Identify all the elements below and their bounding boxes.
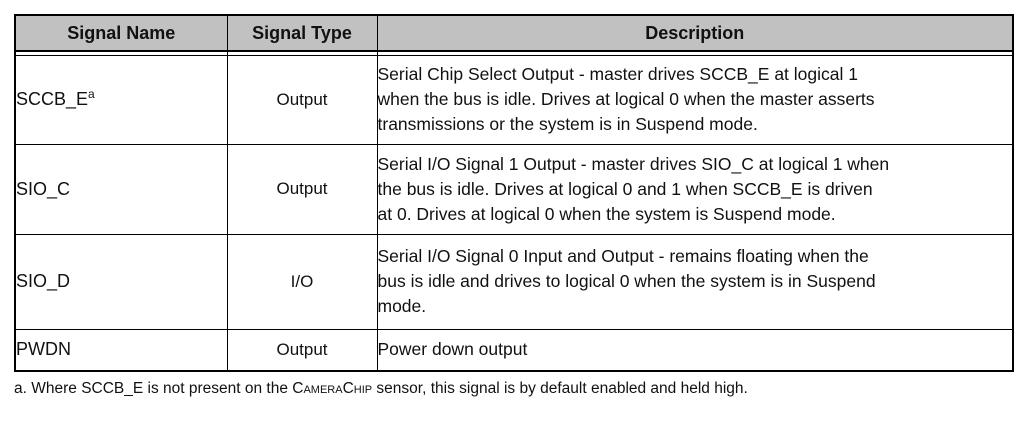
footnote-marker: a xyxy=(88,87,95,101)
table-row: SCCB_Ea Output Serial Chip Select Output… xyxy=(14,54,1014,145)
column-header-description: Description xyxy=(376,14,1014,52)
signal-name-cell: PWDN xyxy=(14,328,228,372)
signal-name-cell: SIO_C xyxy=(14,143,228,235)
signal-type-cell: Output xyxy=(226,328,378,372)
signal-type-cell: Output xyxy=(226,54,378,145)
table-row: SIO_C Output Serial I/O Signal 1 Output … xyxy=(14,143,1014,235)
signal-type-cell: I/O xyxy=(226,233,378,330)
signal-type-cell: Output xyxy=(226,143,378,235)
signal-name-text: SCCB_E xyxy=(16,89,89,109)
signal-name-text: PWDN xyxy=(16,339,71,360)
signal-name-cell: SIO_D xyxy=(14,233,228,330)
column-header-signal-type: Signal Type xyxy=(226,14,378,52)
column-header-signal-name: Signal Name xyxy=(14,14,228,52)
signal-name-text: SIO_D xyxy=(16,271,71,291)
signal-description-cell: Power down output xyxy=(376,328,1014,372)
signal-name-text: SIO_C xyxy=(16,178,71,199)
footnote-suffix: sensor, this signal is by default enable… xyxy=(372,380,748,397)
signal-description-cell: Serial I/O Signal 0 Input and Output - r… xyxy=(376,233,1014,330)
signal-description-table: Signal Name Signal Type Description SCCB… xyxy=(14,14,1014,372)
table-footnote: a. Where SCCB_E is not present on the Ca… xyxy=(14,379,1004,399)
signal-description-cell: Serial Chip Select Output - master drive… xyxy=(376,54,1014,145)
signal-description-cell: Serial I/O Signal 1 Output - master driv… xyxy=(376,143,1014,235)
table-header-row: Signal Name Signal Type Description xyxy=(14,14,1014,52)
footnote-prefix: a. Where SCCB_E is not present on the xyxy=(14,380,293,397)
table-row: PWDN Output Power down output xyxy=(14,328,1014,372)
footnote-brand-name: CameraChip xyxy=(292,380,373,397)
signal-name-cell: SCCB_Ea xyxy=(14,54,228,145)
table-row: SIO_D I/O Serial I/O Signal 0 Input and … xyxy=(14,233,1014,330)
